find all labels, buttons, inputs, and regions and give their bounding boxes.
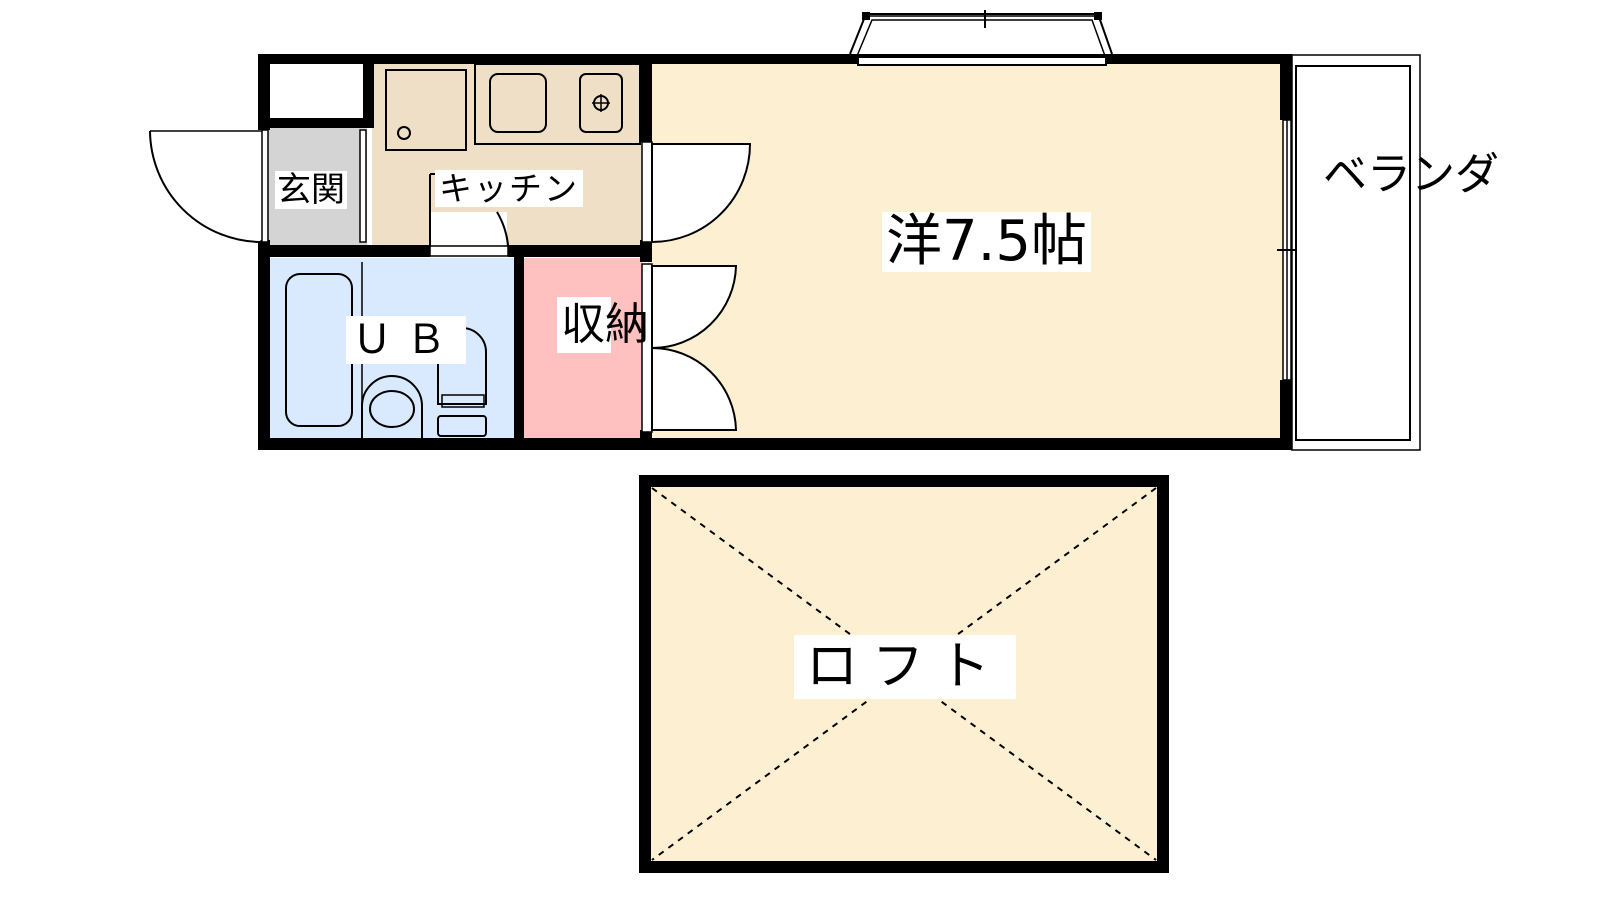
room-door[interactable] [651, 143, 752, 244]
entrance-label: 玄関 [275, 170, 347, 210]
stove-icon [579, 73, 623, 133]
western-room-label: 洋7.5帖 [882, 212, 1092, 272]
loft-label: ロフト [794, 635, 1017, 699]
kitchen-label: キッチン [435, 170, 583, 207]
storage-door-lower[interactable] [651, 346, 738, 431]
sink-icon [489, 73, 547, 133]
bay-window [849, 10, 1113, 66]
unit-bath-label: ＵＢ [346, 316, 466, 364]
veranda-window[interactable] [1277, 119, 1297, 381]
veranda-label: ベランダ [1323, 149, 1499, 200]
closet-space [270, 64, 367, 120]
bath-door[interactable] [429, 173, 509, 257]
counter [474, 63, 641, 145]
veranda [1291, 54, 1421, 451]
storage-label: 収納 [557, 297, 649, 353]
entrance-door-swing [149, 130, 263, 243]
washbasin-icon [361, 375, 423, 438]
walls [258, 54, 1292, 450]
drain-icon [397, 126, 411, 140]
kitchen-fixtures [385, 63, 641, 151]
fridge-space [385, 69, 467, 151]
room-door-frames [641, 141, 653, 433]
entrance-door-frames [261, 129, 367, 243]
storage-door-upper[interactable] [651, 265, 738, 350]
